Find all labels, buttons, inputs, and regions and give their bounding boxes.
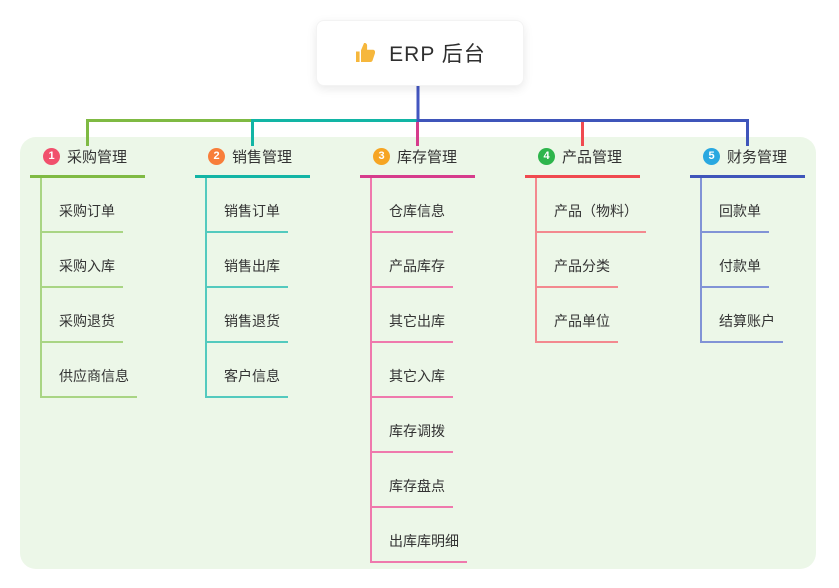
branch-item-row: 回款单 xyxy=(702,178,805,233)
branch-number-badge: 4 xyxy=(538,148,555,165)
branch-item-list: 采购订单 采购入库 采购退货 供应商信息 xyxy=(40,178,145,398)
item-node[interactable]: 销售订单 xyxy=(207,201,288,233)
branch: 1 采购管理 采购订单 采购入库 采购退货 供应商信息 xyxy=(30,146,145,398)
item-node[interactable]: 产品分类 xyxy=(537,256,618,288)
branch: 2 销售管理 销售订单 销售出库 销售退货 客户信息 xyxy=(195,146,310,398)
branch-item-row: 供应商信息 xyxy=(42,343,145,398)
branch-item-row: 其它入库 xyxy=(372,343,475,398)
mindmap-canvas xyxy=(20,137,816,569)
item-node[interactable]: 产品库存 xyxy=(372,256,453,288)
item-node[interactable]: 库存调拨 xyxy=(372,421,453,453)
branch-item-row: 客户信息 xyxy=(207,343,310,398)
branch-item-row: 产品（物料） xyxy=(537,178,646,233)
branch-item-row: 付款单 xyxy=(702,233,805,288)
branch-item-row: 销售出库 xyxy=(207,233,310,288)
branch-item-list: 仓库信息 产品库存 其它出库 其它入库 库存调拨 库存盘点 出库库明细 xyxy=(370,178,475,563)
branch-number-badge: 5 xyxy=(703,148,720,165)
branch-number-badge: 3 xyxy=(373,148,390,165)
branch-item-row: 产品单位 xyxy=(537,288,646,343)
branch-item-list: 销售订单 销售出库 销售退货 客户信息 xyxy=(205,178,310,398)
item-node[interactable]: 回款单 xyxy=(702,201,769,233)
branch-label: 采购管理 xyxy=(67,149,128,166)
branch-item-row: 产品分类 xyxy=(537,233,646,288)
branch-item-list: 产品（物料） 产品分类 产品单位 xyxy=(535,178,646,343)
branch-node[interactable]: 2 销售管理 xyxy=(195,146,310,178)
branch: 4 产品管理 产品（物料） 产品分类 产品单位 xyxy=(525,146,646,343)
branch-item-row: 采购入库 xyxy=(42,233,145,288)
branch-node[interactable]: 1 采购管理 xyxy=(30,146,145,178)
branch-item-row: 库存盘点 xyxy=(372,453,475,508)
branch-label: 销售管理 xyxy=(232,149,293,166)
item-node[interactable]: 仓库信息 xyxy=(372,201,453,233)
branch-item-row: 销售退货 xyxy=(207,288,310,343)
root-node[interactable]: ERP 后台 xyxy=(316,20,524,86)
thumbs-up-shape xyxy=(356,43,376,62)
branch-item-list: 回款单 付款单 结算账户 xyxy=(700,178,805,343)
item-node[interactable]: 出库库明细 xyxy=(372,531,467,563)
branch-item-row: 库存调拨 xyxy=(372,398,475,453)
item-node[interactable]: 付款单 xyxy=(702,256,769,288)
branch-item-row: 仓库信息 xyxy=(372,178,475,233)
item-node[interactable]: 采购订单 xyxy=(42,201,123,233)
branch-item-row: 其它出库 xyxy=(372,288,475,343)
item-node[interactable]: 库存盘点 xyxy=(372,476,453,508)
item-node[interactable]: 客户信息 xyxy=(207,366,288,398)
item-node[interactable]: 产品（物料） xyxy=(537,201,646,233)
branch-item-row: 采购退货 xyxy=(42,288,145,343)
branch-item-row: 结算账户 xyxy=(702,288,805,343)
item-node[interactable]: 结算账户 xyxy=(702,311,783,343)
item-node[interactable]: 其它出库 xyxy=(372,311,453,343)
branch-label: 库存管理 xyxy=(397,149,458,166)
branch-number-badge: 2 xyxy=(208,148,225,165)
branch: 3 库存管理 仓库信息 产品库存 其它出库 其它入库 库存调拨 库存盘点 出库库… xyxy=(360,146,475,563)
item-node[interactable]: 采购入库 xyxy=(42,256,123,288)
branch-number-badge: 1 xyxy=(43,148,60,165)
branch-node[interactable]: 4 产品管理 xyxy=(525,146,640,178)
branch-node[interactable]: 5 财务管理 xyxy=(690,146,805,178)
branch-item-row: 采购订单 xyxy=(42,178,145,233)
branch-item-row: 出库库明细 xyxy=(372,508,475,563)
item-node[interactable]: 销售退货 xyxy=(207,311,288,343)
root-title: ERP 后台 xyxy=(389,43,486,66)
branch-node[interactable]: 3 库存管理 xyxy=(360,146,475,178)
branch-label: 财务管理 xyxy=(727,149,788,166)
branch-label: 产品管理 xyxy=(562,149,623,166)
thumbs-up-icon xyxy=(354,41,378,65)
item-node[interactable]: 供应商信息 xyxy=(42,366,137,398)
branch-item-row: 产品库存 xyxy=(372,233,475,288)
branch-item-row: 销售订单 xyxy=(207,178,310,233)
branch: 5 财务管理 回款单 付款单 结算账户 xyxy=(690,146,805,343)
item-node[interactable]: 采购退货 xyxy=(42,311,123,343)
item-node[interactable]: 其它入库 xyxy=(372,366,453,398)
item-node[interactable]: 销售出库 xyxy=(207,256,288,288)
item-node[interactable]: 产品单位 xyxy=(537,311,618,343)
